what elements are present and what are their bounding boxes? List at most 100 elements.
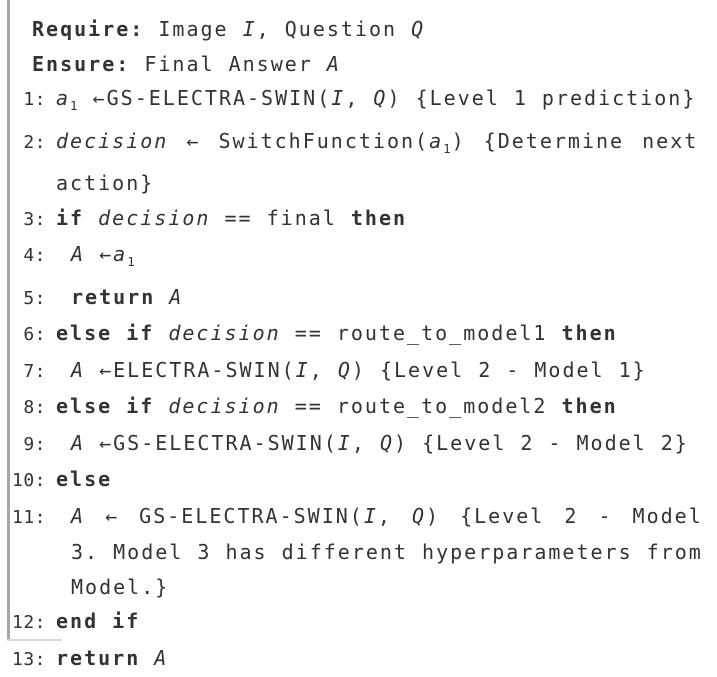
- code-segment: ) {Determine next: [452, 129, 699, 153]
- code-segment: ,: [378, 504, 412, 528]
- line-number: 1:: [0, 83, 46, 118]
- line-number: 3:: [0, 203, 46, 238]
- algorithm-line: 1:a1 ←GS-ELECTRA-SWIN(I, Q) {Level 1 pre…: [0, 81, 717, 124]
- variable-segment: Q: [373, 86, 387, 110]
- variable-segment: decision: [168, 321, 280, 345]
- keyword-segment: else: [56, 467, 112, 491]
- line-number: 6:: [0, 318, 46, 353]
- code-segment: Model.}: [71, 575, 169, 599]
- code-segment: action}: [56, 171, 154, 195]
- code-segment: ,: [345, 86, 373, 110]
- keyword-segment: else if: [56, 394, 168, 418]
- line-content: return A: [46, 285, 183, 309]
- variable-segment: a: [56, 86, 70, 110]
- code-segment: GS-ELECTRA-SWIN(: [107, 86, 332, 110]
- variable-segment: Q: [338, 358, 352, 382]
- algorithm-line: 10: else: [0, 462, 717, 499]
- variable-segment: I: [243, 17, 257, 41]
- line-content: else: [46, 467, 112, 491]
- variable-segment: A: [154, 646, 168, 670]
- keyword-segment: else if: [56, 321, 168, 345]
- algorithm-line: 13:return A: [0, 641, 717, 677]
- code-segment: Final Answer: [130, 52, 327, 76]
- code-segment: 3. Model 3 has different hyperparameters…: [71, 540, 703, 564]
- variable-segment: decision: [56, 129, 168, 153]
- algorithm-header-line: Require: Image I, Question Q: [0, 12, 717, 47]
- variable-segment: A: [71, 431, 85, 455]
- line-content: A ←GS-ELECTRA-SWIN(I, Q) {Level 2 - Mode…: [46, 431, 689, 455]
- code-segment: 1: [443, 141, 451, 156]
- line-content: A ← GS-ELECTRA-SWIN(I, Q) {Level 2 - Mod…: [46, 504, 703, 528]
- code-segment: ,: [352, 431, 380, 455]
- code-segment: ) {Level 2 - Model 2}: [394, 431, 689, 455]
- code-segment: 1: [127, 254, 135, 269]
- algorithm-line: 9:A ←GS-ELECTRA-SWIN(I, Q) {Level 2 - Mo…: [0, 426, 717, 463]
- line-number: 11:: [0, 501, 46, 536]
- line-content: Ensure: Final Answer A: [22, 52, 341, 76]
- line-content: a1 ←GS-ELECTRA-SWIN(I, Q) {Level 1 predi…: [46, 86, 696, 110]
- code-segment: ←: [79, 86, 107, 110]
- line-number: 12:: [0, 606, 46, 641]
- code-segment: ← GS-ELECTRA-SWIN(: [85, 504, 364, 528]
- variable-segment: A: [71, 504, 85, 528]
- line-content: return A: [46, 646, 168, 670]
- keyword-segment: return: [56, 646, 154, 670]
- variable-segment: Q: [380, 431, 394, 455]
- code-segment: ←GS-ELECTRA-SWIN(: [85, 431, 338, 455]
- variable-segment: I: [296, 358, 310, 382]
- variable-segment: A: [169, 285, 183, 309]
- algorithm-line: 3:if decision == final then: [0, 201, 717, 238]
- code-segment: , Question: [257, 17, 411, 41]
- line-content: else if decision == route_to_model2 then: [46, 394, 618, 418]
- keyword-segment: if: [56, 206, 98, 230]
- code-segment: ←: [85, 242, 113, 266]
- code-segment: ) {Level 2 - Model 1}: [352, 358, 647, 382]
- code-segment: ) {Level 1 prediction}: [387, 86, 696, 110]
- line-number: 2:: [0, 126, 46, 161]
- line-content: 3. Model 3 has different hyperparameters…: [46, 540, 703, 564]
- keyword-segment: then: [561, 394, 617, 418]
- keyword-segment: then: [561, 321, 617, 345]
- line-number: 5:: [0, 282, 46, 317]
- algorithm-line: 7:A ←ELECTRA-SWIN(I, Q) {Level 2 - Model…: [0, 353, 717, 390]
- code-segment: == route_to_model1: [281, 321, 562, 345]
- variable-segment: I: [338, 431, 352, 455]
- algorithm-line: 4:A ←a1: [0, 237, 717, 280]
- code-segment: == route_to_model2: [281, 394, 562, 418]
- line-content: Require: Image I, Question Q: [22, 17, 425, 41]
- line-content: action}: [46, 171, 154, 195]
- variable-segment: I: [331, 86, 345, 110]
- line-content: else if decision == route_to_model1 then: [46, 321, 618, 345]
- algorithm-line: 3. Model 3 has different hyperparameters…: [0, 535, 717, 570]
- keyword-segment: end if: [56, 609, 140, 633]
- code-segment: Image: [144, 17, 242, 41]
- variable-segment: decision: [168, 394, 280, 418]
- code-segment: 1: [70, 98, 78, 113]
- line-number: 7:: [0, 355, 46, 390]
- line-content: if decision == final then: [46, 206, 407, 230]
- line-content: end if: [46, 609, 140, 633]
- line-content: A ←ELECTRA-SWIN(I, Q) {Level 2 - Model 1…: [46, 358, 647, 382]
- algorithm-line: Model.}: [0, 570, 717, 605]
- algorithm-line: 11:A ← GS-ELECTRA-SWIN(I, Q) {Level 2 - …: [0, 499, 717, 536]
- line-number: 10:: [0, 464, 46, 499]
- variable-segment: A: [71, 358, 85, 382]
- algorithm-line: 8:else if decision == route_to_model2 th…: [0, 389, 717, 426]
- line-number: 9:: [0, 428, 46, 463]
- algorithm-line: 6:else if decision == route_to_model1 th…: [0, 316, 717, 353]
- variable-segment: a: [429, 129, 443, 153]
- code-segment: ← SwitchFunction(: [168, 129, 429, 153]
- line-content: A ←a1: [46, 242, 136, 266]
- algorithm-line: action}: [0, 166, 717, 201]
- line-content: Model.}: [46, 575, 169, 599]
- variable-segment: Q: [411, 17, 425, 41]
- keyword-segment: return: [71, 285, 169, 309]
- code-segment: ←ELECTRA-SWIN(: [85, 358, 296, 382]
- variable-segment: a: [113, 242, 127, 266]
- code-segment: == final: [210, 206, 350, 230]
- algorithm-line: 5:return A: [0, 280, 717, 317]
- algorithm-header-line: Ensure: Final Answer A: [0, 47, 717, 82]
- keyword-segment: then: [351, 206, 407, 230]
- code-segment: ,: [310, 358, 338, 382]
